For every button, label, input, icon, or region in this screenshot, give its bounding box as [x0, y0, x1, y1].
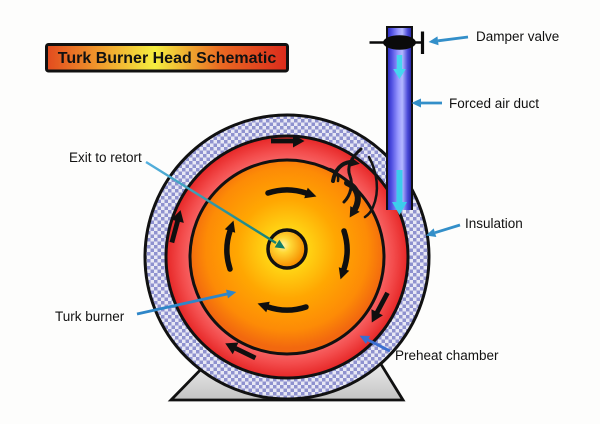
exit-to-retort-callout: Exit to retort	[69, 150, 286, 249]
preheat-chamber-callout-arrowhead-icon	[359, 335, 371, 345]
preheat-chamber-callout: Preheat chamber	[359, 335, 499, 363]
title-box	[45, 43, 289, 73]
swirl-arrow-left	[224, 220, 236, 272]
turk-burner-callout-line	[136, 292, 228, 316]
inlet-swirl-head-lower	[349, 206, 360, 218]
flow-arrow-top	[271, 134, 305, 148]
damper-valve-symbol	[369, 31, 425, 54]
preheat-flow-arrows	[169, 134, 390, 361]
damper-valve-label: Damper valve	[476, 29, 559, 44]
title-banner: Turk Burner Head Schematic	[45, 43, 289, 73]
damper-valve-callout-line	[437, 35, 469, 43]
preheat-chamber-callout-line	[367, 338, 391, 353]
damper-valve-callout-arrowhead-icon	[428, 36, 439, 46]
exit-to-retort-port	[266, 228, 308, 270]
inlet-flame-squiggles	[328, 147, 379, 219]
forced-air-duct-pipe	[386, 26, 413, 210]
inlet-swirl-head-upper	[349, 157, 360, 167]
turk-burner-label: Turk burner	[55, 309, 125, 324]
turk-burner-callout-arrowhead-icon	[226, 289, 237, 299]
diagram-title: Turk Burner Head Schematic	[58, 50, 277, 67]
air-flow-arrow-outlet	[392, 170, 407, 215]
swirl-arrow-bottom	[257, 301, 309, 313]
damper-valve-callout: Damper valve	[428, 29, 559, 46]
turk-burner-callout: Turk burner	[55, 289, 237, 324]
insulation-callout-line	[434, 223, 461, 235]
forced-air-duct-label: Forced air duct	[449, 96, 539, 111]
air-flow-arrow-top	[393, 55, 406, 79]
forced-air-duct-callout-arrowhead-icon	[411, 98, 421, 108]
damper-valve-disc	[383, 35, 416, 50]
swirl-arrow-top	[265, 187, 317, 199]
insulation-label: Insulation	[465, 216, 523, 231]
flow-arrow-left	[169, 210, 184, 244]
exit-to-retort-callout-arrowhead-icon	[274, 239, 286, 249]
insulation-callout: Insulation	[425, 216, 523, 238]
flame-line-1	[342, 147, 363, 204]
inlet-swirl-arrow-upper	[331, 160, 352, 183]
flame-line-2	[363, 155, 379, 219]
insulation-callout-arrowhead-icon	[425, 228, 437, 238]
exit-to-retort-label: Exit to retort	[69, 150, 142, 165]
flow-arrow-bottom	[225, 342, 257, 361]
exit-to-retort-callout-line	[145, 160, 277, 245]
flow-arrow-right	[371, 291, 390, 323]
preheat-chamber-label: Preheat chamber	[395, 348, 499, 363]
swirl-arrow-right	[338, 228, 350, 280]
burner-swirl-arrows	[224, 187, 350, 313]
forced-air-duct-callout: Forced air duct	[411, 96, 539, 111]
inlet-swirl-arrow-lower	[344, 180, 361, 212]
